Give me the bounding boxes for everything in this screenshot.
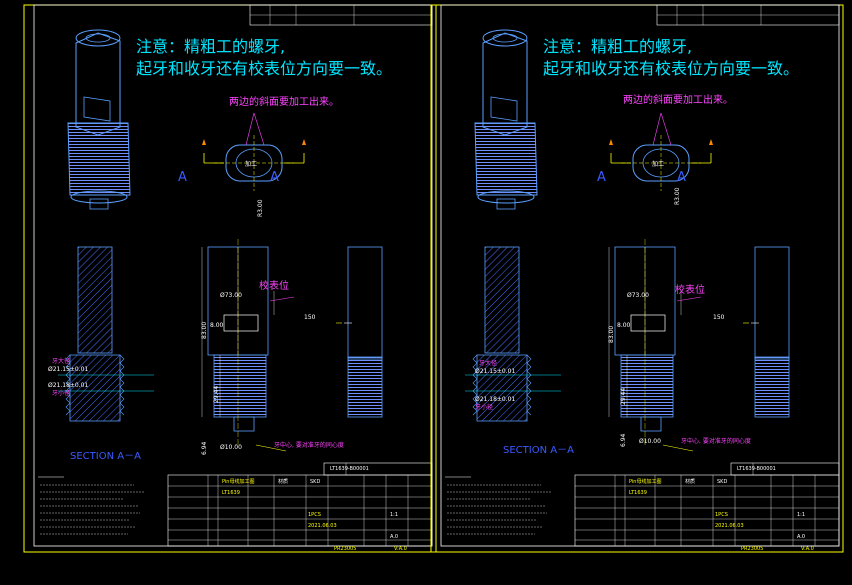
thread-center-label: 牙中心, 要对准牙的同心度: [681, 437, 751, 445]
upper-thread-dim: Ø21.15±0.01: [475, 368, 515, 375]
lower-thread-dim: Ø21.18±0.01: [475, 396, 515, 403]
drawing-sheet-right[interactable]: 注意：精粗工的螺牙, 起牙和收牙还有校表位方向要一致。 两边的斜面要加工出来。 …: [430, 4, 844, 553]
upper-thread-label: 牙大径: [479, 359, 497, 367]
footer-rev: V:A.0: [801, 546, 814, 552]
dial-position-label: 校表位: [259, 279, 289, 292]
dim-pitch: Ø10.00: [220, 444, 242, 451]
note-line2: 起牙和收牙还有校表位方向要一致。: [543, 59, 799, 78]
footer-rev: V:A.0: [394, 546, 407, 552]
qty: 1PCS: [715, 512, 728, 518]
material-label: 材质: [278, 478, 288, 485]
thread-center-label: 牙中心, 要对准牙的同心度: [274, 441, 344, 449]
upper-thread-dim: Ø21.15±0.01: [48, 366, 88, 373]
note-line1: 注意：精粗工的螺牙,: [136, 37, 285, 56]
dim-side: 150: [304, 314, 316, 321]
dim-pitch: Ø10.00: [639, 438, 661, 445]
dim-r3: R3.00: [674, 187, 681, 205]
section-label: SECTION A－A: [70, 451, 141, 462]
marker-a-left: A: [178, 170, 187, 185]
date: 2021.06.03: [715, 523, 744, 529]
dim-thread-len: 29.44: [213, 386, 220, 403]
dial-position-label: 校表位: [675, 283, 705, 296]
lower-thread-label: 牙小径: [52, 389, 70, 397]
material-value: SKD: [310, 479, 320, 485]
material-label: 材质: [685, 478, 695, 485]
center-label: 加工: [652, 160, 664, 168]
dim-height: 83.00: [608, 326, 615, 343]
section-label: SECTION A－A: [503, 445, 574, 456]
dim-8: 8.00: [617, 322, 631, 329]
part-no: LT1639: [222, 490, 240, 496]
scale: 1:1: [797, 512, 805, 518]
note-line2: 起牙和收牙还有校表位方向要一致。: [136, 59, 392, 78]
material-value: SKD: [717, 479, 727, 485]
dim-bottom: 6.94: [201, 441, 208, 455]
footer-code: PR23005: [741, 546, 763, 552]
footer-code: PR23005: [334, 546, 356, 552]
dim-bottom: 6.94: [620, 433, 627, 447]
marker-a-right: A: [270, 170, 279, 185]
dim-width: Ø73.00: [627, 292, 649, 299]
upper-thread-label: 牙大径: [52, 357, 70, 365]
drawing-no-label: LT1639-B00001: [737, 466, 776, 472]
section-note: 两边的斜面要加工出来。: [229, 95, 339, 108]
note-line1: 注意：精粗工的螺牙,: [543, 37, 692, 56]
dim-8: 8.00: [210, 322, 224, 329]
dim-height: 83.00: [201, 322, 208, 339]
drawing-no-label: LT1639-B00001: [330, 466, 369, 472]
center-label: 加工: [245, 160, 257, 168]
title-name: Pin母线加工图: [222, 478, 254, 485]
revision: A.0: [390, 534, 398, 540]
dim-thread-len: 29.44: [620, 388, 627, 405]
section-note: 两边的斜面要加工出来。: [623, 93, 733, 106]
revision: A.0: [797, 534, 805, 540]
lower-thread-dim: Ø21.18±0.01: [48, 382, 88, 389]
drawing-sheet-left[interactable]: 注意：精粗工的螺牙, 起牙和收牙还有校表位方向要一致。 两边的斜面要加工出来。 …: [23, 4, 437, 553]
title-name: Pin母线加工图: [629, 478, 661, 485]
qty: 1PCS: [308, 512, 321, 518]
dim-side: 150: [713, 314, 725, 321]
part-no: LT1639: [629, 490, 647, 496]
date: 2021.06.03: [308, 523, 337, 529]
lower-thread-label: 牙小径: [475, 403, 493, 411]
dim-width: Ø73.00: [220, 292, 242, 299]
marker-a-right: A: [677, 170, 686, 185]
dim-r3: R3.00: [257, 199, 264, 217]
marker-a-left: A: [597, 170, 606, 185]
scale: 1:1: [390, 512, 398, 518]
